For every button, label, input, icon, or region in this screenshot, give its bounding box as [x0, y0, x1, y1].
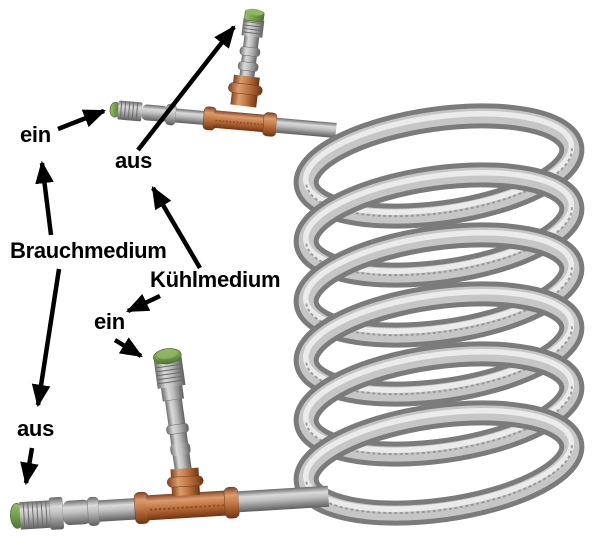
label-aus-top: aus [115, 148, 153, 173]
arrow-aus-bottom-to-left-port [20, 447, 39, 486]
arrow-brauchmedium-to-aus-bottom [31, 268, 62, 408]
label-ein-mid: ein [94, 309, 125, 334]
top-side-port-threads [119, 101, 139, 121]
top-horizontal-pipe [109, 100, 337, 138]
bottom-horizontal-pipe [10, 467, 330, 530]
label-aus-bottom: aus [17, 416, 55, 441]
label-ein-top: ein [20, 122, 51, 147]
bottom-copper-ring-right [223, 486, 240, 519]
arrow-brauchmedium-to-ein-top [35, 160, 54, 236]
label-brauchmedium: Brauchmedium [10, 238, 167, 263]
coil [293, 103, 585, 526]
top-vertical-port [228, 8, 265, 108]
arrow-ein-mid-to-vertical-port [113, 337, 143, 358]
top-copper-tee-body [212, 110, 267, 133]
arrow-ein-top-to-side-port [57, 108, 107, 132]
arrow-aus-top-to-vertical-port [136, 25, 236, 152]
bottom-vertical-port [152, 348, 194, 484]
top-pipe-to-coil [275, 117, 337, 138]
arrow-kuehlmedium-to-aus-top [151, 186, 202, 270]
bottom-copper-tee-body [145, 490, 228, 521]
bottom-pipe-to-coil [237, 485, 330, 513]
label-kuehlmedium: Kühlmedium [150, 267, 281, 292]
annotation-arrows [20, 25, 236, 486]
bottom-tee-assembly [10, 348, 330, 530]
top-copper-ring-right [262, 112, 278, 137]
arrow-kuehlmedium-to-ein-mid [125, 293, 161, 314]
bottom-left-port-threads [22, 501, 48, 530]
top-tee-assembly [109, 8, 337, 138]
top-vertical-port-threads [242, 20, 264, 35]
